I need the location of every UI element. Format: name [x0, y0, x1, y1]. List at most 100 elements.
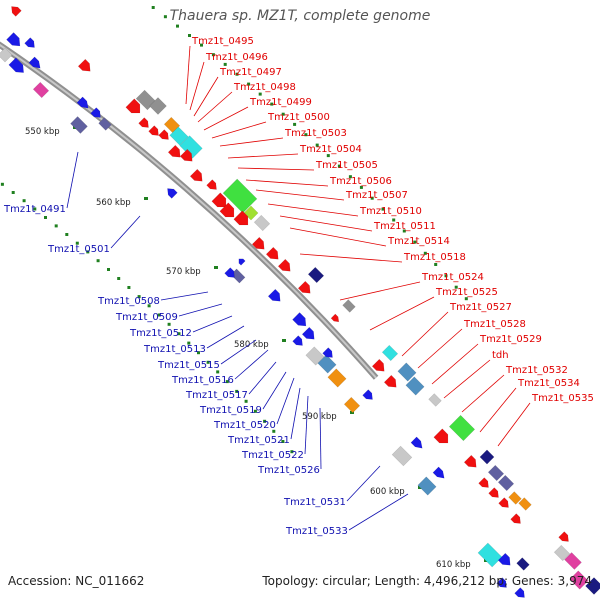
gene-box [342, 299, 356, 313]
label-layer: Tmz1t_0495Tmz1t_0496Tmz1t_0497Tmz1t_0498… [3, 36, 594, 537]
kbp-tick-mark [144, 197, 148, 200]
gene-arrow [267, 288, 281, 302]
gene-box [477, 542, 503, 568]
kbp-label: 580 kbp [234, 340, 269, 350]
gene-label-red: Tmz1t_0525 [435, 287, 498, 298]
gene-arrow [189, 168, 203, 182]
gene-box [0, 47, 13, 63]
leader-line-blue [348, 493, 409, 531]
inner-dot-tick [244, 399, 248, 403]
gene-label-blue: Tmz1t_0513 [143, 344, 206, 355]
gene-box [317, 354, 337, 374]
inner-dot-tick [167, 322, 171, 326]
accession-text: Accession: NC_011662 [8, 574, 145, 588]
gene-box [381, 344, 399, 362]
gene-arrow [167, 188, 178, 199]
outer-dot-tick [163, 15, 167, 19]
inner-dot-tick [290, 450, 294, 454]
gene-label-blue: Tmz1t_0517 [185, 390, 248, 401]
gene-arrow [362, 389, 373, 400]
leader-line-red [219, 137, 284, 147]
outer-dot-tick [258, 92, 262, 96]
genome-summary-text: Topology: circular; Length: 4,496,212 bp… [262, 574, 592, 588]
gene-box [518, 497, 532, 511]
backbone-ring [0, 41, 379, 380]
gene-box [448, 414, 476, 442]
gene-label-red: Tmz1t_0535 [531, 393, 594, 404]
kbp-label: 610 kbp [436, 560, 471, 570]
leader-line-red [211, 121, 267, 139]
outer-dot-tick [381, 207, 385, 211]
inner-dot-tick [263, 419, 267, 423]
gene-label-red: tdh [492, 350, 509, 361]
leader-line-blue [319, 407, 322, 470]
gene-box [222, 178, 258, 214]
feature-layer [0, 6, 600, 598]
gene-label-blue: Tmz1t_0512 [129, 328, 192, 339]
leader-line-blue [66, 151, 79, 209]
gene-arrow [138, 117, 149, 128]
leader-layer [66, 45, 531, 531]
gene-label-red: Tmz1t_0529 [479, 334, 542, 345]
kbp-label: 550 kbp [25, 127, 60, 137]
gene-label-blue: Tmz1t_0519 [199, 405, 262, 416]
outer-dot-tick [454, 285, 458, 289]
gene-arrow [292, 335, 303, 346]
kbp-tick-mark [214, 266, 218, 269]
inner-dot-tick [127, 286, 131, 289]
gene-arrow [498, 497, 509, 508]
backbone-highlight [0, 43, 377, 379]
gene-arrow [265, 246, 279, 260]
gene-arrow [76, 96, 89, 109]
kbp-tick-mark [282, 339, 286, 342]
kbp-label: 570 kbp [166, 267, 201, 277]
outer-dot-tick [359, 185, 363, 189]
gene-arrow [330, 313, 340, 323]
gene-label-red: Tmz1t_0510 [359, 206, 422, 217]
leader-line-red [461, 374, 505, 413]
gene-arrow [496, 577, 507, 588]
gene-arrow [297, 280, 311, 294]
leader-line-red [245, 179, 329, 187]
outer-dot-tick [270, 102, 274, 106]
leader-line-blue [160, 291, 209, 301]
gene-box [149, 97, 167, 115]
gene-label-blue: Tmz1t_0533 [285, 526, 348, 537]
gene-arrow [463, 454, 477, 468]
leader-line-red [193, 76, 219, 117]
gene-arrow [514, 587, 525, 598]
leader-line-red [203, 106, 249, 131]
gene-box [305, 346, 325, 366]
gene-arrow [371, 358, 385, 372]
gene-box [417, 476, 437, 496]
leader-line-red [431, 343, 479, 385]
inner-dot-tick [225, 380, 229, 384]
leader-line-blue [262, 371, 287, 410]
leader-line-red [417, 328, 463, 369]
inner-dot-tick [65, 233, 69, 236]
gene-arrow [28, 56, 41, 69]
inner-dot-tick [33, 207, 37, 211]
gene-box [564, 552, 582, 570]
gene-label-blue: Tmz1t_0520 [213, 420, 276, 431]
gene-box [169, 126, 189, 146]
leader-line-red [189, 61, 205, 111]
gene-box [253, 214, 271, 232]
gene-box [479, 449, 495, 465]
outer-dot-tick [188, 34, 191, 37]
gene-label-red: Tmz1t_0527 [449, 302, 512, 313]
outer-dot-tick [293, 122, 297, 126]
gene-arrow [233, 210, 249, 226]
leader-line-blue [276, 377, 295, 425]
leader-line-red [299, 253, 403, 263]
inner-dot-tick [137, 295, 141, 299]
inner-dot-tick [44, 216, 47, 219]
inner-dot-tick [147, 304, 151, 308]
inner-dot-tick [272, 429, 276, 433]
gene-box [497, 474, 515, 492]
inner-dot-tick [107, 268, 110, 271]
inner-dot-tick [216, 370, 220, 374]
leader-line-blue [346, 465, 381, 502]
outer-dot-tick [151, 6, 155, 9]
